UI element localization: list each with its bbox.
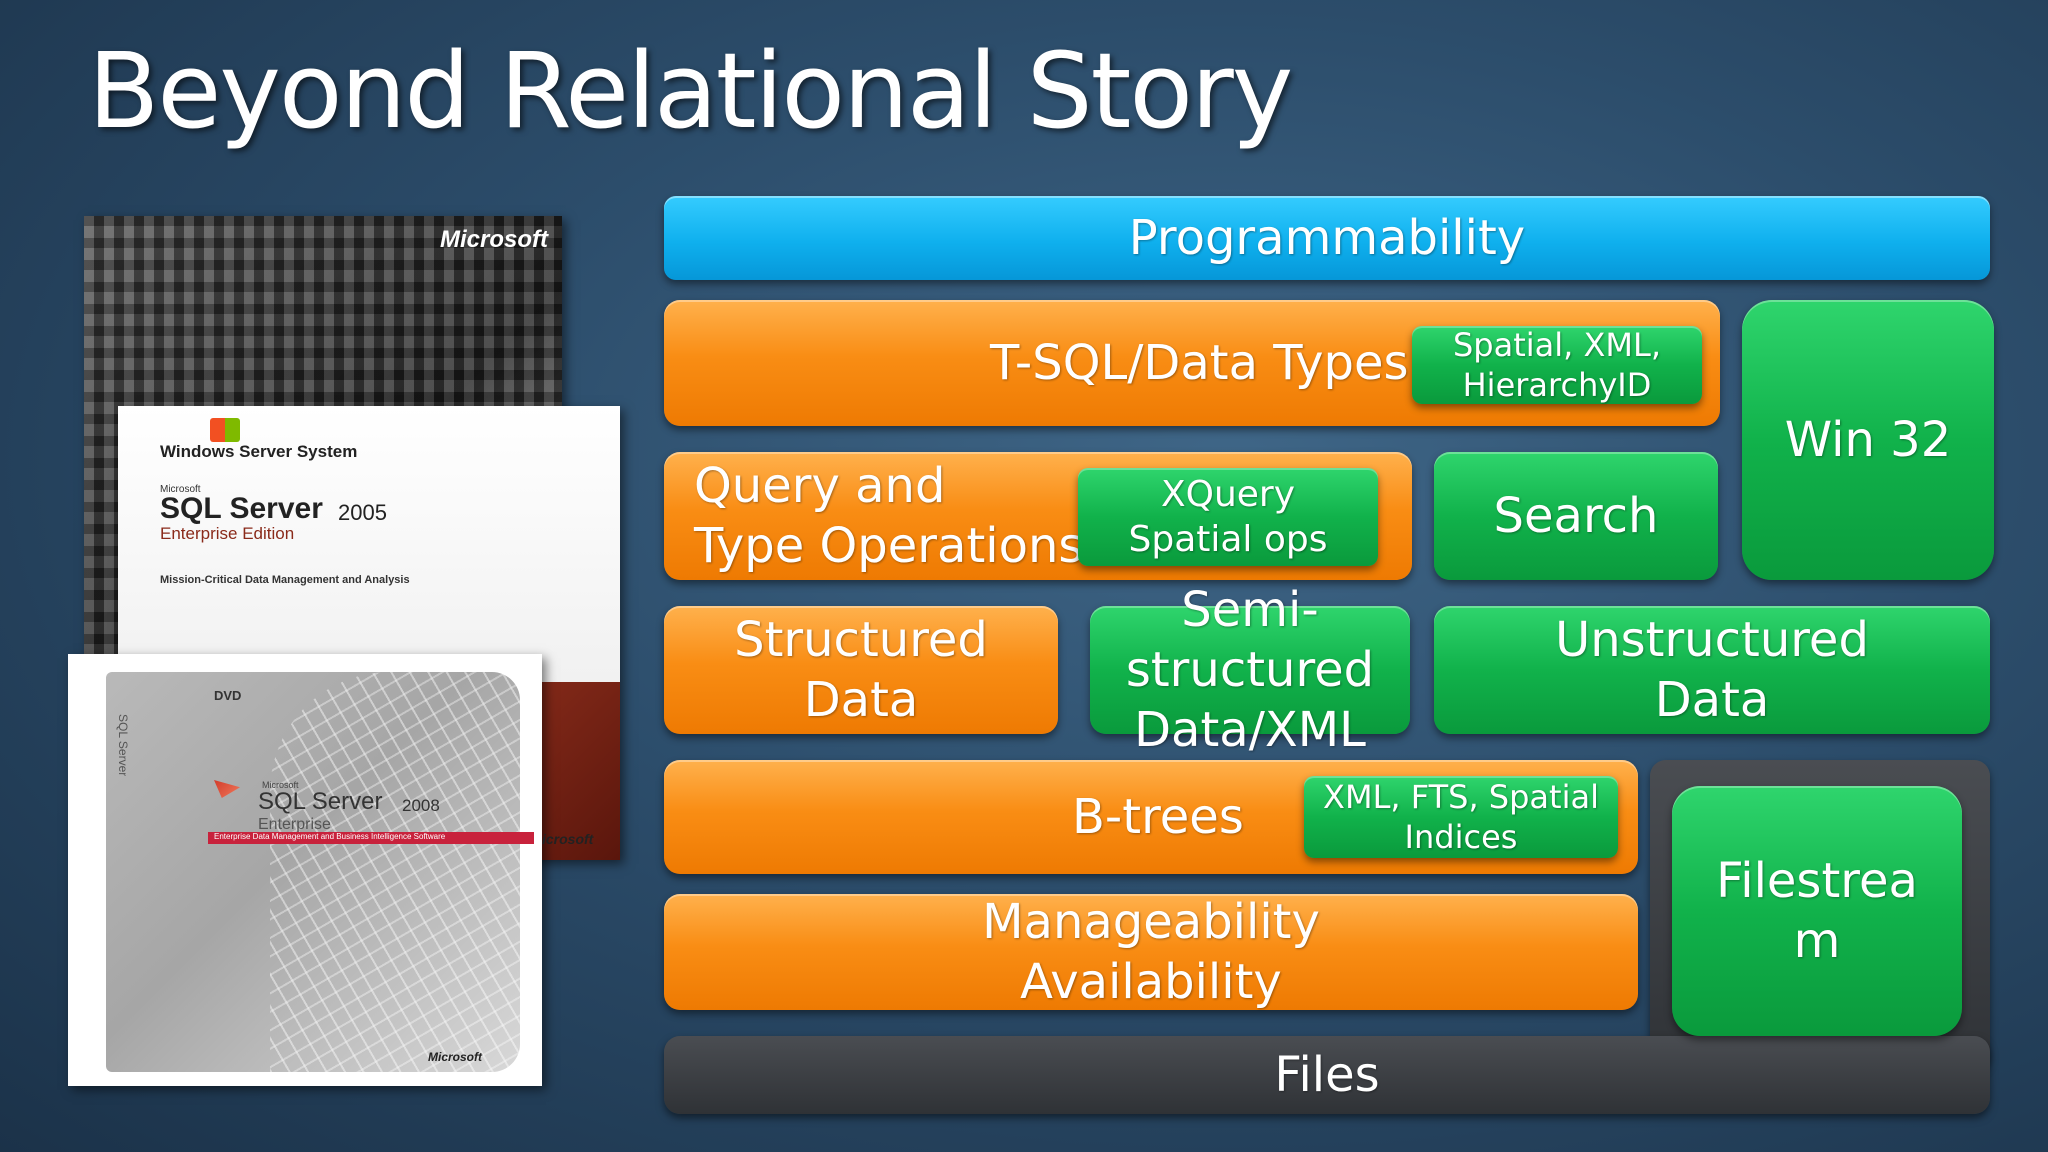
files-label: Files xyxy=(1274,1047,1380,1103)
search-block: Search xyxy=(1434,452,1718,580)
unstructured-data-block: Unstructured Data xyxy=(1434,606,1990,734)
files-block: Files xyxy=(664,1036,1990,1114)
tsql-data-types-block: T-SQL/Data Types xyxy=(664,300,1720,426)
win32-block: Win 32 xyxy=(1742,300,1994,580)
manageability-availability-label: Manageability Availability xyxy=(982,894,1320,1010)
filestream-label: Filestrea m xyxy=(1716,853,1918,969)
product-version-text: 2008 xyxy=(402,796,440,815)
windows-logo-icon xyxy=(210,418,240,442)
search-label: Search xyxy=(1493,488,1659,544)
btrees-badge: XML, FTS, Spatial Indices xyxy=(1304,776,1618,858)
query-badge-label: XQuery Spatial ops xyxy=(1128,474,1328,560)
microsoft-bottom-text: Microsoft xyxy=(428,1050,482,1064)
structured-data-label: Structured Data xyxy=(734,612,988,728)
semistructured-data-label: Semi- structured Data/XML xyxy=(1125,582,1375,758)
product-name-text: SQL Server xyxy=(258,788,383,815)
product-name-text: SQL Server xyxy=(160,492,323,525)
sql-server-2008-box: DVD SQL Server Microsoft SQL Server 2008… xyxy=(68,654,542,1086)
product-version-text: 2005 xyxy=(338,500,387,525)
windows-server-system-text: Windows Server System xyxy=(160,442,358,461)
semistructured-data-block: Semi- structured Data/XML xyxy=(1090,582,1410,758)
product-tagline-text: Enterprise Data Management and Business … xyxy=(214,832,446,841)
microsoft-text: Microsoft xyxy=(160,484,201,495)
manageability-availability-block: Manageability Availability xyxy=(664,894,1638,1010)
spine-text: SQL Server xyxy=(116,714,130,777)
tsql-data-types-label: T-SQL/Data Types xyxy=(990,335,1409,391)
microsoft-partial-text: icrosoft xyxy=(542,831,594,847)
dvd-case-graphic xyxy=(106,672,520,1072)
btrees-label: B-trees xyxy=(1072,789,1244,845)
programmability-label: Programmability xyxy=(1128,210,1526,266)
query-badge: XQuery Spatial ops xyxy=(1078,468,1378,566)
btrees-badge-label: XML, FTS, Spatial Indices xyxy=(1323,778,1599,856)
tsql-badge-label: Spatial, XML, HierarchyID xyxy=(1452,326,1662,404)
product-tagline-text: Mission-Critical Data Management and Ana… xyxy=(160,574,410,586)
win32-label: Win 32 xyxy=(1784,412,1952,468)
tsql-badge: Spatial, XML, HierarchyID xyxy=(1412,326,1702,404)
microsoft-text: Microsoft xyxy=(262,780,299,790)
slide-title: Beyond Relational Story xyxy=(88,30,1293,152)
product-edition-text: Enterprise Edition xyxy=(160,524,295,543)
query-type-operations-label: Query and Type Operations xyxy=(694,458,1084,574)
structured-data-block: Structured Data xyxy=(664,606,1058,734)
microsoft-logo-text: Microsoft xyxy=(440,226,548,253)
tagline-strip xyxy=(208,832,534,844)
unstructured-data-label: Unstructured Data xyxy=(1555,612,1869,728)
programmability-block: Programmability xyxy=(664,196,1990,280)
filestream-block: Filestrea m xyxy=(1672,786,1962,1036)
dvd-logo-text: DVD xyxy=(214,688,242,703)
product-edition-text: Enterprise xyxy=(258,816,331,833)
mesh-graphic xyxy=(270,672,520,1072)
